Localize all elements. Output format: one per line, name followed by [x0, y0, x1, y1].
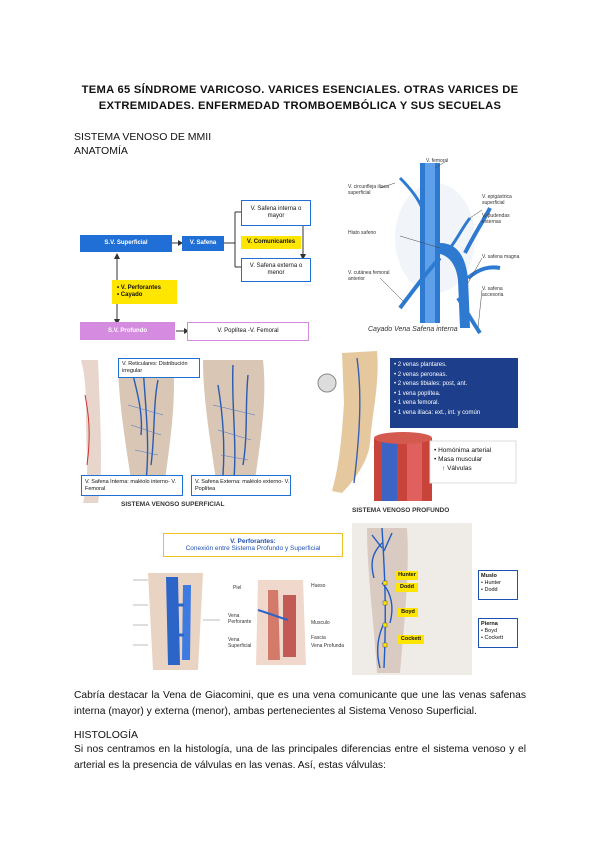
fig2-reticulares-box: V. Reticulares: Distribución irregular — [118, 358, 200, 378]
v-safena-box: V. Safena — [182, 236, 224, 251]
fig3-item: • 1 vena femoral. — [394, 400, 440, 406]
sv-profundo-box: S.V. Profundo — [80, 322, 175, 340]
section-heading: SISTEMA VENOSO DE MMII — [74, 131, 212, 143]
superficial-venous-figure: V. Reticulares: Distribución irregular V… — [73, 355, 298, 515]
fig4-label-fascia: Fascia — [311, 635, 326, 641]
fig4-title: V. Perforantes: — [230, 538, 276, 545]
fig4-pierna-legend: Pierna • Boyd • Cockett — [478, 618, 518, 648]
fig3-wall-item: • Homónima arterial — [434, 447, 492, 454]
fig4-dodd-tag: Dodd — [396, 583, 418, 592]
subsection-heading: ANATOMÍA — [74, 145, 128, 157]
fig4-muslo-legend: Muslo • Hunter • Dodd — [478, 570, 518, 600]
fig1-caption: Cayado Vena Safena interna — [368, 326, 458, 333]
fig3-vein-list: • 2 venas plantares. • 2 venas peroneas.… — [394, 361, 480, 418]
fig4-hunter-tag: Hunter — [396, 571, 418, 580]
fig1-label-epigastrica: V. epigástrica superficial — [482, 194, 512, 206]
fig4-label-hueso: Hueso — [311, 583, 326, 589]
fig1-label-accesoria: V. safena accesoria — [482, 286, 504, 298]
fig4-label-superficial: Vena Superficial — [228, 637, 252, 649]
fig1-label-cutanea: V. cutánea femoral anterior — [348, 270, 390, 282]
giacomini-paragraph: Cabría destacar la Vena de Giacomini, qu… — [74, 690, 526, 717]
document-title: TEMA 65 SÍNDROME VARICOSO. VARICES ESENC… — [81, 84, 519, 112]
fig4-pierna-item: • Cockett — [481, 635, 504, 641]
fig1-label-safena-magna: V. safena magna — [482, 254, 520, 260]
fig3-item: • 2 venas tibiales: post, ant. — [394, 381, 468, 387]
cayado-label: • Cayado — [117, 292, 143, 298]
fig2-interna-box: V. Safena Interna: maléolo interno- V. F… — [81, 475, 183, 496]
perforantes-label: • V. Perforantes — [117, 285, 161, 291]
fig4-muslo-item: • Hunter — [481, 580, 501, 586]
fig4-label-profunda: Vena Profunda — [311, 643, 345, 649]
histologia-heading: HISTOLOGÍA — [74, 729, 138, 741]
perforantes-title-box: V. Perforantes: Conexión entre Sistema P… — [163, 533, 343, 557]
fig3-wall-item: ↑ Válvulas — [442, 465, 472, 472]
fig1-label-pudendas: V. pudendas externas — [482, 213, 510, 225]
fig3-item: • 2 venas plantares. — [394, 362, 447, 368]
fig4-label-piel: Piel — [233, 585, 242, 591]
fig1-label-femoral: V. femoral — [426, 158, 449, 164]
fig4-muslo-item: • Dodd — [481, 587, 498, 593]
fig3-caption: SISTEMA VENOSO PROFUNDO — [352, 507, 450, 514]
safena-externa-box: V. Safena externa o menor — [241, 258, 311, 282]
fig4-pierna-title: Pierna — [481, 621, 498, 627]
poplitea-box: V. Poplítea -V. Femoral — [187, 322, 309, 341]
sv-superficial-box: S.V. Superficial — [80, 235, 172, 252]
comunicantes-box: V. Comunicantes — [241, 236, 301, 249]
fig1-label-hiato: Hiato safeno — [348, 230, 377, 236]
fig4-label-musculo: Musculo — [311, 620, 330, 626]
perforantes-cross-section-figure: Piel Vena Perforante Vena Superficial Hu… — [128, 565, 348, 675]
fig4-subtitle: Conexión entre Sistema Profundo y Superf… — [185, 545, 321, 552]
deep-venous-figure: • 2 venas plantares. • 2 venas peroneas.… — [312, 343, 522, 523]
fig3-wall-item: • Masa muscular — [434, 456, 483, 463]
fig2-externa-box: V. Safena Externa: maléolo externo- V. P… — [191, 475, 291, 496]
deep-leg-illustration — [312, 343, 522, 523]
perforantes-cayado-box: • V. Perforantes • Cayado — [112, 280, 177, 304]
fig4-label-perforante: Vena Perforante — [228, 613, 252, 625]
fig4-boyd-tag: Boyd — [398, 608, 418, 617]
fig1-label-circunfleja: V. circunfleja iliaca superficial — [348, 184, 389, 196]
perforantes-leg-figure: Hunter Dodd Boyd Cockett — [352, 523, 472, 675]
fig4-muslo-title: Muslo — [481, 573, 497, 579]
perforantes-leg-illustration — [352, 523, 472, 675]
fig4-pierna-item: • Boyd — [481, 628, 498, 634]
histologia-paragraph: Si nos centramos en la histología, una d… — [74, 744, 526, 771]
fig2-caption: SISTEMA VENOSO SUPERFICIAL — [121, 501, 225, 508]
fig3-wall-list: • Homónima arterial • Masa muscular ↑ Vá… — [434, 446, 491, 473]
fig3-item: • 1 vena poplítea. — [394, 390, 441, 397]
cayado-safena-figure: V. femoral V. epigástrica superficial V.… — [340, 158, 520, 338]
fig3-item: • 1 vena ilíaca: ext., int. y común — [394, 409, 481, 416]
cross-section-illustration — [128, 565, 348, 675]
fig3-item: • 2 venas peroneas. — [394, 371, 448, 378]
cayado-illustration — [340, 158, 520, 338]
fig4-cockett-tag: Cockett — [398, 635, 424, 644]
safena-interna-box: V. Safena interna o mayor — [241, 200, 311, 226]
